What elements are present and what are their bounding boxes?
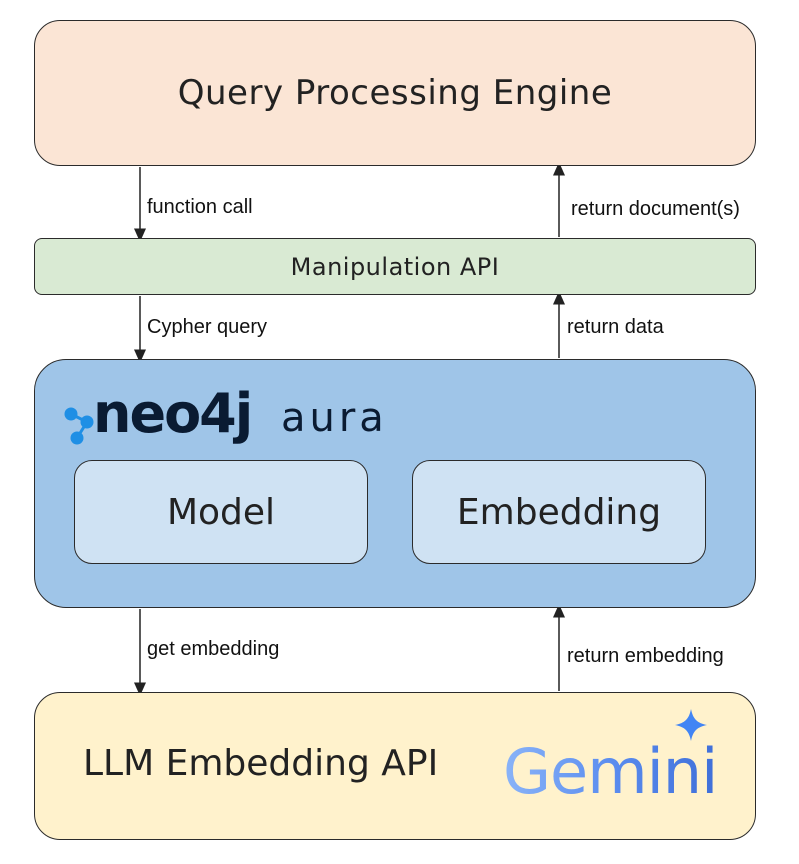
embedding-label: Embedding <box>456 491 662 533</box>
edge-label-return-documents: return document(s) <box>571 198 740 220</box>
edge-label-cypher-query: Cypher query <box>147 316 268 338</box>
embedding-box: Embedding <box>412 460 706 564</box>
llm-embedding-api-box: LLM Embedding API Gemini <box>34 692 756 840</box>
query-processing-engine-label: Query Processing Engine <box>177 73 613 113</box>
edge-label-return-embedding: return embedding <box>567 645 724 667</box>
llm-embedding-api-label: LLM Embedding API <box>83 743 439 784</box>
neo4j-wordmark: neo4j <box>93 382 251 445</box>
query-processing-engine-box: Query Processing Engine <box>34 20 756 166</box>
neo4j-aura-logo: neo4j aura <box>64 382 388 445</box>
model-label: Model <box>166 491 276 533</box>
gemini-wordmark: Gemini <box>503 735 717 808</box>
edge-label-function-call: function call <box>147 196 253 218</box>
neo4j-graph-icon <box>64 407 94 445</box>
gemini-sparkle-icon <box>675 709 707 741</box>
edge-label-return-data: return data <box>567 316 664 338</box>
manipulation-api-label: Manipulation API <box>290 252 500 281</box>
gemini-logo: Gemini <box>503 709 718 808</box>
manipulation-api-box: Manipulation API <box>34 238 756 295</box>
aura-wordmark: aura <box>281 395 388 441</box>
edge-label-get-embedding: get embedding <box>147 638 280 660</box>
model-box: Model <box>74 460 368 564</box>
